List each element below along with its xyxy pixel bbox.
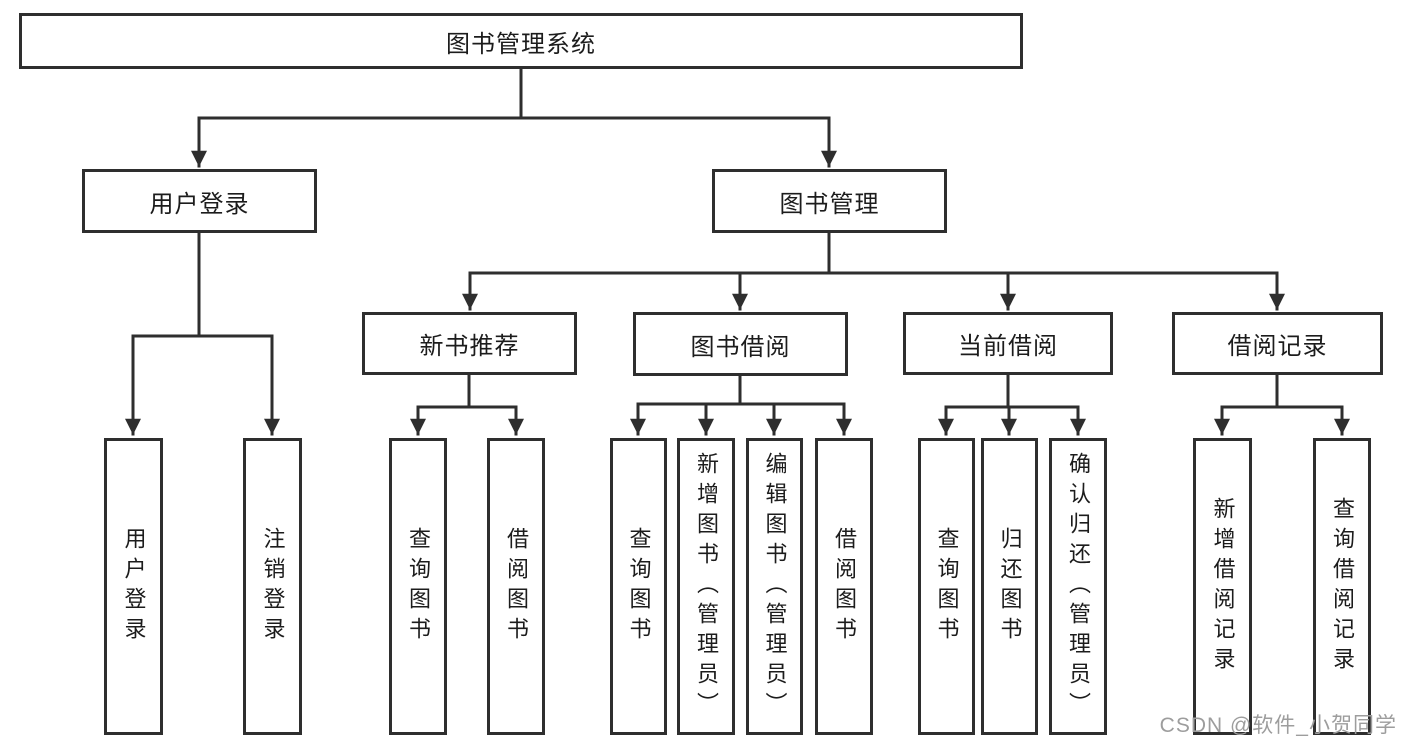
node-current-borrowing: 当前借阅 — [903, 312, 1113, 375]
leaf-label: 查询图书 — [406, 526, 431, 647]
leaf-query-books: 查询图书 — [610, 438, 667, 735]
leaf-label: 新增图书（管理员） — [694, 451, 719, 722]
leaf-query-books: 查询图书 — [389, 438, 447, 735]
leaf-label: 借阅图书 — [504, 526, 529, 647]
node-book-borrowing: 图书借阅 — [633, 312, 848, 376]
leaf-borrow-books: 借阅图书 — [487, 438, 545, 735]
leaf-label: 编辑图书（管理员） — [762, 451, 788, 722]
leaf-label: 查询图书 — [626, 526, 652, 647]
leaf-logout: 注销登录 — [243, 438, 302, 735]
node-label: 当前借阅 — [958, 333, 1058, 360]
node-user-login: 用户登录 — [82, 169, 317, 233]
leaf-return-books: 归还图书 — [981, 438, 1038, 735]
leaf-confirm-return-admin: 确认归还（管理员） — [1049, 438, 1107, 735]
node-label: 图书管理 — [779, 190, 880, 218]
leaf-add-books-admin: 新增图书（管理员） — [677, 438, 735, 735]
node-label: 借阅记录 — [1227, 333, 1328, 360]
leaf-borrow-books: 借阅图书 — [815, 438, 873, 735]
leaf-label: 注销登录 — [260, 526, 286, 647]
node-borrowing-records: 借阅记录 — [1172, 312, 1383, 375]
leaf-label: 借阅图书 — [832, 526, 857, 647]
leaf-label: 新增借阅记录 — [1210, 496, 1236, 677]
node-label: 图书借阅 — [690, 333, 791, 361]
leaf-add-borrow-record: 新增借阅记录 — [1193, 438, 1252, 735]
node-library-management-system: 图书管理系统 — [19, 13, 1023, 69]
leaf-label: 归还图书 — [997, 526, 1023, 647]
csdn-watermark: CSDN @软件_小贺同学 — [1159, 714, 1397, 737]
node-label: 新书推荐 — [419, 333, 520, 360]
leaf-label: 查询图书 — [934, 526, 960, 647]
leaf-edit-books-admin: 编辑图书（管理员） — [746, 438, 803, 735]
leaf-query-borrow-record: 查询借阅记录 — [1313, 438, 1371, 735]
leaf-label: 用户登录 — [121, 526, 147, 647]
node-new-book-recommendation: 新书推荐 — [362, 312, 577, 375]
node-label: 图书管理系统 — [446, 30, 596, 58]
leaf-query-books: 查询图书 — [918, 438, 975, 735]
leaf-label: 查询借阅记录 — [1330, 496, 1355, 677]
leaf-label: 确认归还（管理员） — [1066, 451, 1091, 722]
leaf-user-login: 用户登录 — [104, 438, 163, 735]
node-label: 用户登录 — [149, 190, 250, 218]
node-book-management: 图书管理 — [712, 169, 947, 233]
